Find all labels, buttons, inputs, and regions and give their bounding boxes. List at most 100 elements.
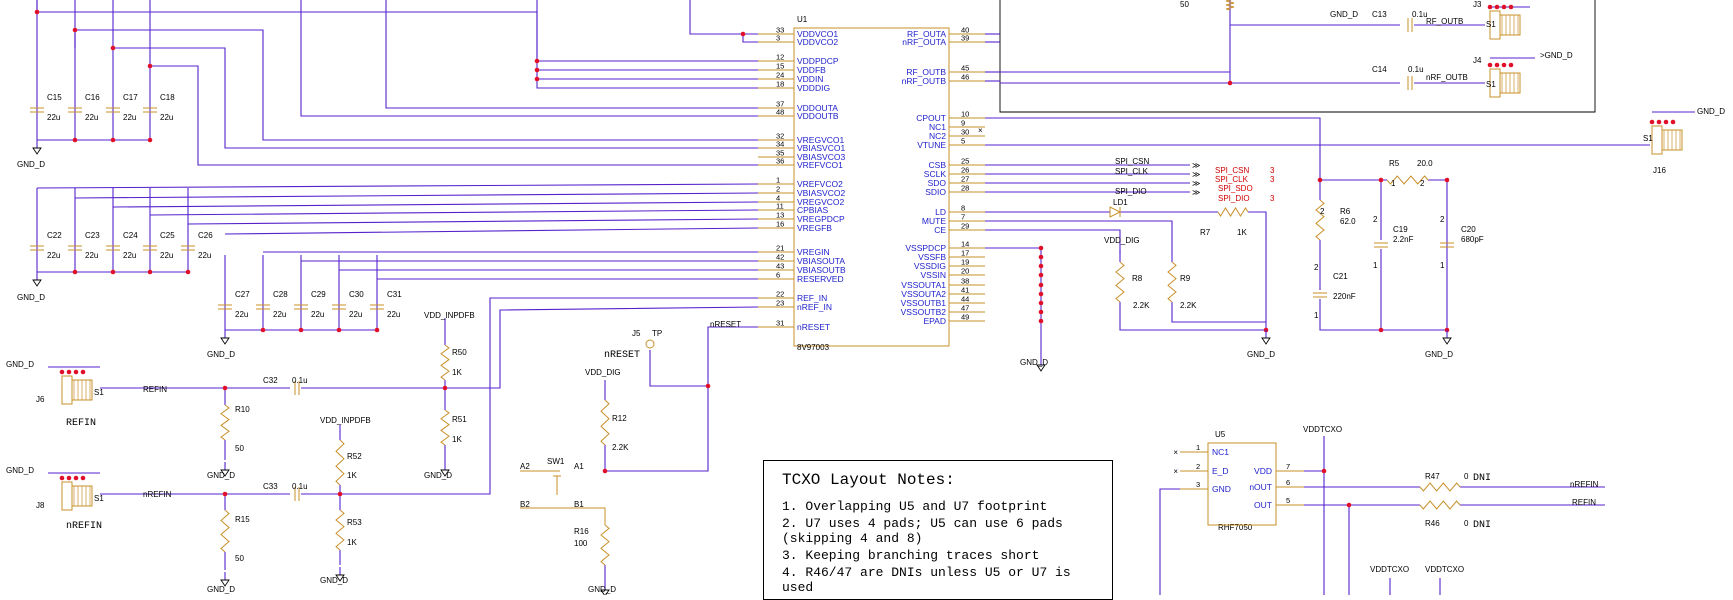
u1-pin-number: 17 (961, 249, 969, 258)
gnd-label-loop: GND_D (1425, 350, 1453, 359)
r50-label: R50 (452, 348, 467, 357)
gnd-label-u1: GND_D (1020, 358, 1048, 367)
cap-junction (72, 269, 78, 275)
vss-junction (1038, 272, 1044, 278)
j16-connector-pad (1649, 119, 1655, 125)
u1-body (793, 27, 950, 347)
r15-label: R15 (235, 515, 250, 524)
u1-pin-number: 3 (776, 34, 780, 43)
note-line: 2. U7 uses 4 pads; U5 can use 6 pads (sk… (782, 516, 1063, 546)
j8-connector-pad (66, 475, 72, 481)
r15-val: 50 (235, 554, 244, 563)
r15-resistor (220, 509, 230, 553)
u1-pin-number: 37 (776, 100, 784, 109)
u1-pin-number: 21 (776, 244, 784, 253)
j6-connector (61, 375, 73, 405)
u1-pin-number: 11 (776, 202, 784, 211)
gnd-j6: GND_D (6, 360, 34, 369)
u1-pin-number: 6 (776, 271, 780, 280)
rfout-frame (999, 0, 1596, 113)
c20-label: C20 (1461, 225, 1476, 234)
u1-pin-number: 16 (776, 220, 784, 229)
wire (536, 0, 758, 62)
j4-ref: J4 (1473, 56, 1482, 65)
c13-val: 0.1u (1412, 10, 1428, 19)
tcxo-nrefin: nREFIN (1570, 480, 1599, 489)
u5-pin-number: 6 (1286, 478, 1290, 487)
wire (113, 47, 758, 149)
wire (520, 507, 606, 525)
wire (301, 297, 758, 495)
r47-val: 0 (1464, 472, 1469, 481)
r9-label: R9 (1180, 274, 1191, 283)
cap-ref: C26 (198, 231, 213, 240)
j16-ref: J16 (1653, 166, 1666, 175)
spi-hier-port: ≫ (1192, 188, 1200, 197)
r5-p1: 1 (1391, 179, 1396, 188)
sw1-label: SW1 (547, 457, 565, 466)
cap-value: 22u (311, 310, 324, 319)
u1-pin-name: VBIASVCO3 (797, 152, 845, 162)
wire (36, 183, 759, 189)
u1-pin-name: VSSPDCP (905, 243, 946, 253)
u5-pin-name: GND (1212, 484, 1231, 494)
u1-pin-name: CPBIAS (797, 205, 829, 215)
wire (75, 29, 758, 141)
j3-gnd: GND_D (1330, 10, 1358, 19)
b1-label: B1 (574, 500, 584, 509)
spi-ref-clk: 3 (1270, 175, 1275, 184)
u1-pin-name: VREGVCO2 (797, 197, 845, 207)
j16-connector (1651, 125, 1663, 155)
u1-pin-number: 23 (776, 299, 784, 308)
u1-pin-name: SDO (928, 178, 947, 188)
u1-pin-number: 1 (776, 176, 780, 185)
j6-connector-pad (66, 369, 72, 375)
cap-ref: C28 (273, 290, 288, 299)
rf-r-val: 50 (1180, 0, 1189, 9)
cap-value: 22u (349, 310, 362, 319)
r52-resistor (335, 439, 345, 486)
vss-junction (1038, 245, 1044, 251)
j3-connector-pad (1487, 4, 1493, 10)
ld1-led (1109, 206, 1122, 218)
vss-junction (1038, 318, 1044, 324)
r53-resistor (335, 509, 345, 551)
u1-pin-number: 40 (961, 26, 969, 35)
u1-pin-name: CE (934, 225, 946, 235)
wire (985, 220, 1173, 262)
u1-pin-number: 44 (961, 295, 969, 304)
r12-resistor (600, 399, 610, 446)
cap-value: 22u (123, 251, 136, 260)
u1-pin-name: nRESET (797, 322, 830, 332)
cap-junction (110, 137, 116, 143)
r12-val: 2.2K (612, 443, 629, 452)
note-line: 1. Overlapping U5 and U7 footprint (782, 499, 1048, 514)
u1-pin-number: 49 (961, 313, 969, 322)
j3-connector-pad (1508, 4, 1514, 10)
j6-s1: S1 (94, 388, 104, 397)
wire (224, 227, 759, 235)
r10-val: 50 (235, 444, 244, 453)
j6-connector-pad (80, 369, 86, 375)
r8-label: R8 (1132, 274, 1143, 283)
nreset-net: nRESET (710, 320, 741, 329)
r5-p2: 2 (1420, 179, 1425, 188)
decoupling-caps: C1522uC1622uC1722uC1822uC2222uC2322uC242… (36, 0, 402, 331)
u5-pin-name: E_D (1212, 466, 1229, 476)
u5-pin-name: NC1 (1212, 447, 1229, 457)
u1-pin-number: 14 (961, 240, 969, 249)
u1-pin-name: VSSOUTA2 (901, 289, 946, 299)
ground-r15 (220, 579, 230, 587)
cap-junction (72, 137, 78, 143)
spi-port-clk: SPI_CLK (1215, 175, 1249, 184)
u1-pin-name: MUTE (922, 216, 946, 226)
u1-pin-name: VREGVCO1 (797, 135, 845, 145)
spi-net-csn: SPI_CSN (1115, 157, 1149, 166)
u1-pin-name: VDDIN (797, 74, 823, 84)
u1-pin-name: VBIASOUTA (797, 256, 845, 266)
r46-label: R46 (1425, 519, 1440, 528)
wire (649, 326, 758, 387)
ground-row2 (32, 279, 42, 287)
cap-value: 22u (198, 251, 211, 260)
